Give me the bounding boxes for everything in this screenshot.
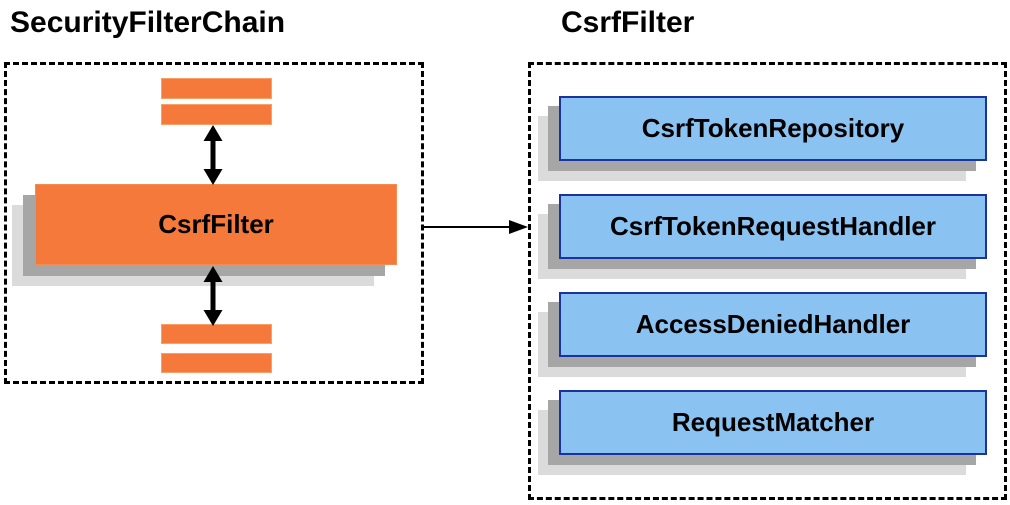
- component-label: CsrfTokenRepository: [641, 113, 905, 143]
- csrf-filter-node-label: CsrfFilter: [158, 209, 274, 239]
- csrf-filter-title: CsrfFilter: [561, 6, 695, 39]
- filter-bar-top-2: [161, 104, 272, 125]
- component-label: AccessDeniedHandler: [635, 309, 911, 339]
- csrf-filter-node: CsrfFilter: [35, 184, 397, 265]
- component-access-denied-handler: AccessDeniedHandler: [559, 292, 987, 357]
- security-filter-chain-title: SecurityFilterChain: [10, 6, 286, 39]
- csrf-filter-container: [528, 62, 1007, 500]
- component-request-matcher: RequestMatcher: [559, 390, 987, 455]
- filter-bar-bottom-2: [161, 353, 272, 373]
- security-filter-chain-container: [4, 62, 424, 384]
- component-csrf-token-repository: CsrfTokenRepository: [559, 96, 987, 161]
- double-arrow-vertical-bottom-icon: [203, 266, 223, 326]
- component-label: CsrfTokenRequestHandler: [609, 211, 937, 241]
- component-label: RequestMatcher: [671, 407, 875, 437]
- filter-bar-bottom-1: [161, 324, 272, 344]
- component-csrf-token-request-handler: CsrfTokenRequestHandler: [559, 194, 987, 259]
- arrow-right-connector-icon: [424, 220, 528, 234]
- filter-bar-top-1: [161, 78, 272, 99]
- double-arrow-vertical-top-icon: [203, 125, 223, 185]
